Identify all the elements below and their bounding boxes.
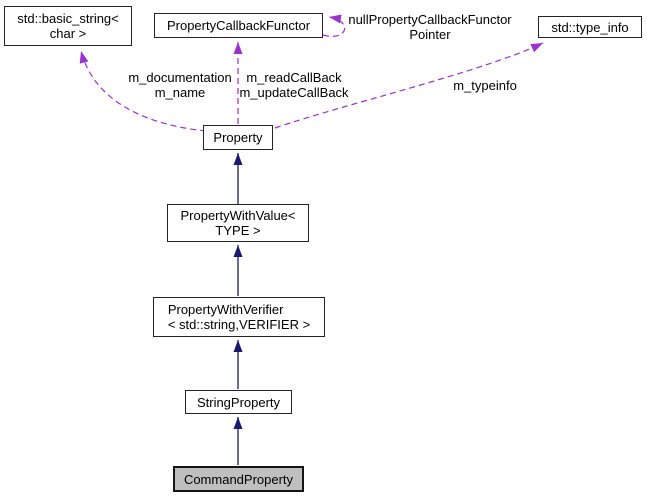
node-std-basic-string[interactable]: std::basic_string< char > xyxy=(4,6,132,46)
edge-member-m-typeinfo xyxy=(274,42,544,129)
node-property-with-value[interactable]: PropertyWithValue< TYPE > xyxy=(167,204,309,242)
edge-member-null-pointer-selfloop xyxy=(322,14,346,37)
edge-member-m-documentation xyxy=(79,50,207,132)
node-property-with-verifier[interactable]: PropertyWithVerifier < std::string,VERIF… xyxy=(153,297,325,337)
node-property-callback-functor[interactable]: PropertyCallbackFunctor xyxy=(154,13,323,38)
node-command-property[interactable]: CommandProperty xyxy=(173,466,304,492)
node-std-type-info[interactable]: std::type_info xyxy=(538,16,642,38)
node-string-property[interactable]: StringProperty xyxy=(185,390,292,414)
node-property[interactable]: Property xyxy=(203,125,273,150)
